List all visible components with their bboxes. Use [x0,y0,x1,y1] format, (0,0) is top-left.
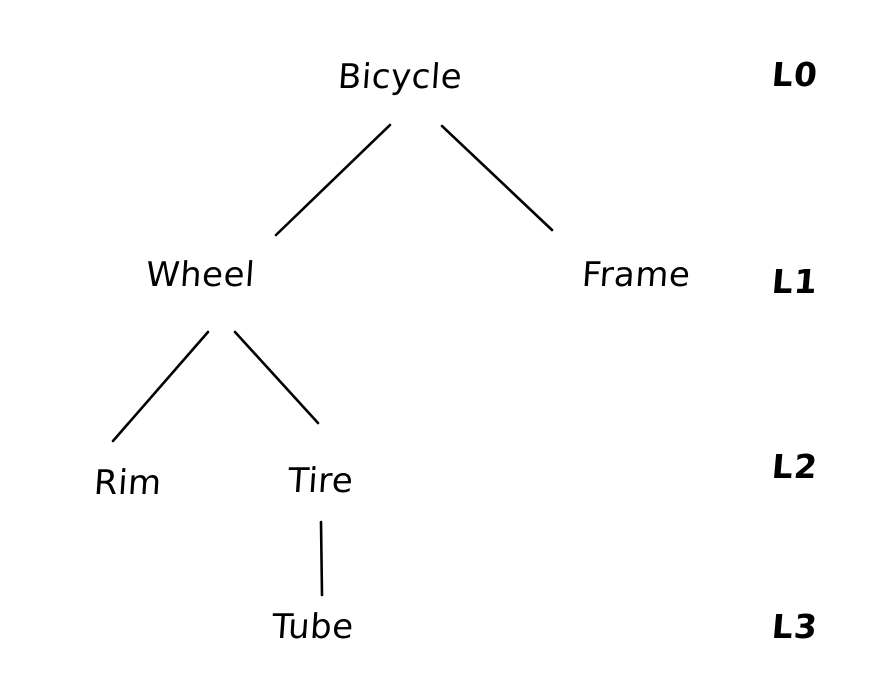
level-label-l0: L0 [770,55,820,94]
node-wheel[interactable]: Wheel [144,255,257,295]
edge-bicycle-frame [440,124,554,232]
edge-wheel-tire [233,330,320,425]
edge-tire-tube [319,520,324,597]
node-tire[interactable]: Tire [286,461,355,501]
node-rim[interactable]: Rim [92,463,164,503]
level-label-l2: L2 [770,447,820,486]
node-tube[interactable]: Tube [270,607,356,647]
edge-bicycle-wheel [274,123,392,237]
node-frame[interactable]: Frame [580,255,692,295]
level-label-l3: L3 [770,607,820,646]
node-bicycle[interactable]: Bicycle [336,57,464,97]
edge-wheel-rim [111,330,210,443]
level-label-l1: L1 [770,262,820,301]
